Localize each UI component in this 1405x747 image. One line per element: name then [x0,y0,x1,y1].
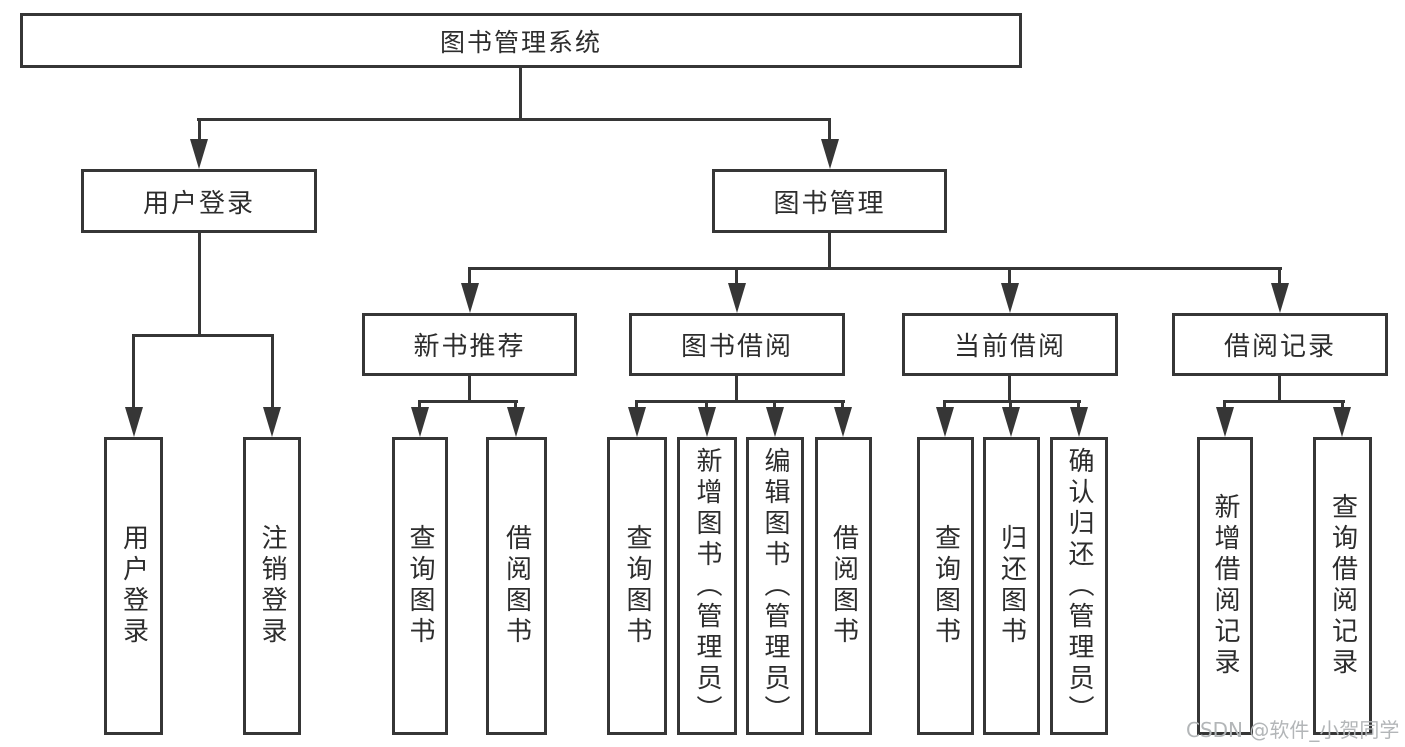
connector-line [132,334,135,412]
leaf-current-confirm-return-admin-label: 确认归还（管理员） [1064,446,1094,726]
leaf-records-add-record-label: 新增借阅记录 [1210,493,1240,679]
leaf-recommend-query-books: 查询图书 [392,437,448,735]
connector-line [418,400,421,409]
connector-line [514,400,517,409]
arrowhead-icon [936,407,954,437]
connector-line [1009,400,1012,409]
connector-line [705,400,708,409]
connector-line [828,233,831,270]
arrowhead-icon [1333,407,1351,437]
leaf-borrow-edit-books-admin-label: 编辑图书（管理员） [760,446,790,726]
arrowhead-icon [190,139,208,169]
arrowhead-icon [461,283,479,313]
node-new-book-recommend: 新书推荐 [362,313,577,376]
connector-line [943,400,946,409]
connector-line [468,267,471,289]
connector-line [1223,400,1345,403]
connector-line [943,400,1081,403]
node-new-book-recommend-label: 新书推荐 [413,332,526,362]
leaf-records-query-record: 查询借阅记录 [1313,437,1372,735]
connector-line [197,118,831,121]
arrowhead-icon [411,407,429,437]
csdn-watermark: CSDN @软件_小贺同学 [1186,718,1400,742]
node-book-management: 图书管理 [712,169,947,233]
node-current-borrow-label: 当前借阅 [953,332,1066,362]
node-book-borrow-label: 图书借阅 [680,332,793,362]
arrowhead-icon [821,139,839,169]
leaf-borrow-query-books: 查询图书 [607,437,667,735]
connector-line [1223,400,1226,409]
arrowhead-icon [507,407,525,437]
connector-line [735,267,738,289]
leaf-recommend-borrow-books: 借阅图书 [486,437,547,735]
leaf-borrow-edit-books-admin: 编辑图书（管理员） [746,437,804,735]
leaf-recommend-query-books-label: 查询图书 [405,524,435,648]
arrowhead-icon [1002,407,1020,437]
arrowhead-icon [125,407,143,437]
leaf-current-return-books: 归还图书 [983,437,1040,735]
node-user-login: 用户登录 [81,169,317,233]
connector-line [271,334,274,412]
leaf-recommend-borrow-books-label: 借阅图书 [501,524,532,648]
connector-line [773,400,776,409]
arrowhead-icon [628,407,646,437]
arrowhead-icon [1216,407,1234,437]
node-book-management-label: 图书管理 [773,188,886,219]
leaf-user-login: 用户登录 [104,437,163,735]
leaf-current-query-books-label: 查询图书 [930,524,961,648]
leaf-borrow-borrow-books-label: 借阅图书 [828,524,859,648]
arrowhead-icon [698,407,716,437]
connector-line [1278,267,1281,289]
connector-line [1077,400,1080,409]
leaf-user-login-label: 用户登录 [118,524,149,648]
node-user-login-label: 用户登录 [142,188,255,219]
leaf-borrow-add-books-admin-label: 新增图书（管理员） [692,446,722,726]
connector-line [828,118,831,146]
arrowhead-icon [1271,283,1289,313]
connector-line [1008,267,1011,289]
arrowhead-icon [728,283,746,313]
connector-line [468,267,1282,270]
node-library-system-label: 图书管理系统 [439,27,602,57]
connector-line [468,373,471,403]
leaf-logout: 注销登录 [243,437,301,735]
connector-line [1341,400,1344,409]
node-borrow-records: 借阅记录 [1172,313,1388,376]
leaf-current-confirm-return-admin: 确认归还（管理员） [1050,437,1108,735]
leaf-current-query-books: 查询图书 [917,437,974,735]
arrowhead-icon [263,407,281,437]
connector-line [519,66,522,121]
connector-line [418,400,518,403]
node-book-borrow: 图书借阅 [629,313,845,376]
connector-line [635,400,845,403]
node-borrow-records-label: 借阅记录 [1223,332,1336,362]
arrowhead-icon [766,407,784,437]
connector-line [635,400,638,409]
leaf-records-add-record: 新增借阅记录 [1197,437,1253,735]
connector-line [1278,374,1281,403]
connector-line [198,118,201,146]
node-library-system: 图书管理系统 [20,13,1022,68]
arrowhead-icon [1001,283,1019,313]
leaf-logout-label: 注销登录 [257,524,287,648]
leaf-current-return-books-label: 归还图书 [996,524,1027,648]
leaf-borrow-add-books-admin: 新增图书（管理员） [677,437,737,735]
leaf-records-query-record-label: 查询借阅记录 [1327,493,1358,679]
node-current-borrow: 当前借阅 [902,313,1118,376]
arrowhead-icon [1070,407,1088,437]
leaf-borrow-borrow-books: 借阅图书 [815,437,872,735]
connector-line [735,373,738,403]
connector-line [1008,373,1011,403]
connector-line [198,233,201,337]
leaf-borrow-query-books-label: 查询图书 [622,524,652,648]
arrowhead-icon [834,407,852,437]
connector-line [132,334,274,337]
connector-line [841,400,844,409]
